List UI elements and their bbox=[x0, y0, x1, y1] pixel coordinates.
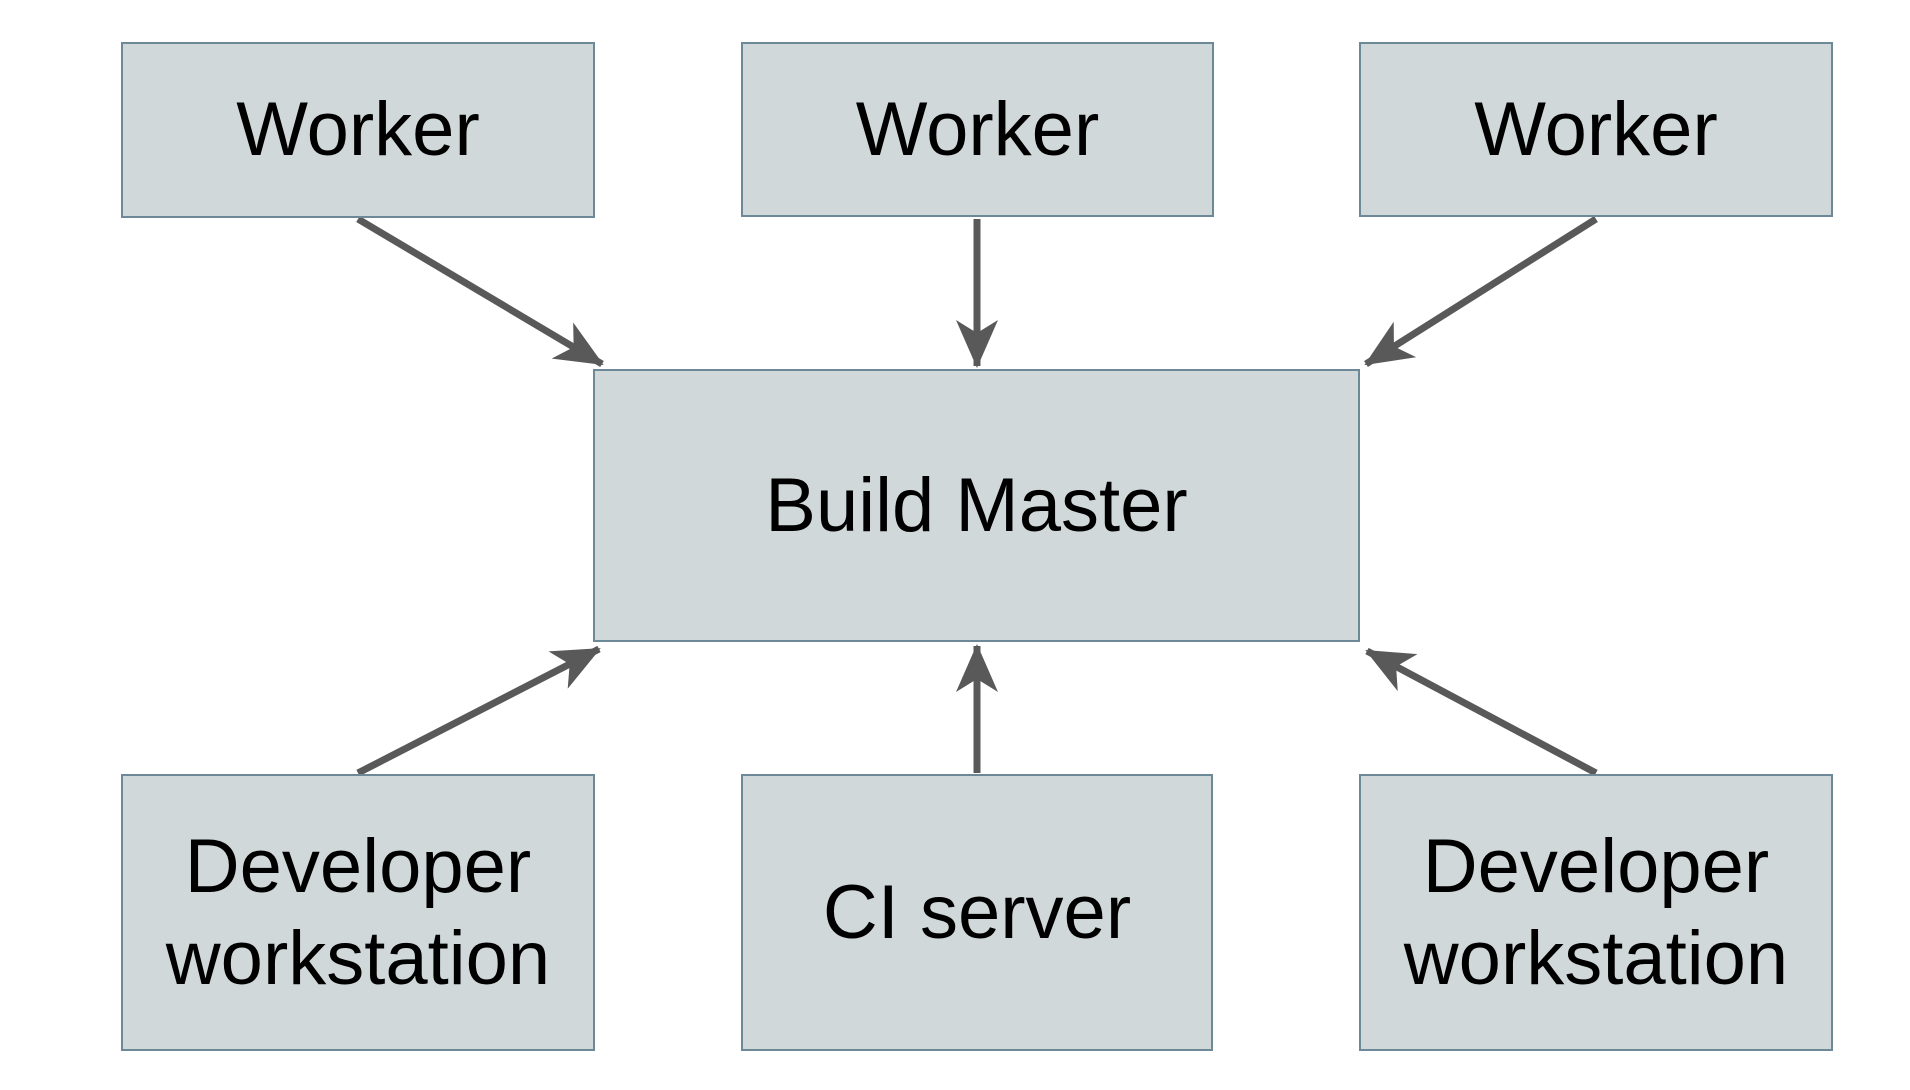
node-worker-2: Worker bbox=[741, 42, 1214, 217]
node-developer-workstation-right: Developer workstation bbox=[1359, 774, 1833, 1051]
arrow-developer-workstation-right-to-build-master bbox=[1365, 647, 1598, 777]
node-label-developer-workstation-right: Developer workstation bbox=[1403, 824, 1789, 1001]
arrow-worker-3-to-build-master bbox=[1364, 216, 1598, 367]
node-label-ci-server: CI server bbox=[822, 869, 1132, 955]
node-label-worker-2: Worker bbox=[855, 86, 1100, 172]
node-label-developer-workstation-left: Developer workstation bbox=[165, 824, 551, 1001]
node-label-build-master: Build Master bbox=[765, 462, 1188, 548]
node-developer-workstation-left: Developer workstation bbox=[121, 774, 595, 1051]
node-label-worker-1: Worker bbox=[236, 87, 480, 173]
arrow-developer-workstation-left-to-build-master bbox=[356, 645, 601, 777]
node-label-worker-3: Worker bbox=[1474, 86, 1718, 172]
node-worker-1: Worker bbox=[121, 42, 595, 218]
node-ci-server: CI server bbox=[741, 774, 1213, 1051]
node-worker-3: Worker bbox=[1359, 42, 1833, 217]
node-build-master: Build Master bbox=[593, 369, 1360, 642]
arrow-worker-1-to-build-master bbox=[356, 215, 604, 368]
